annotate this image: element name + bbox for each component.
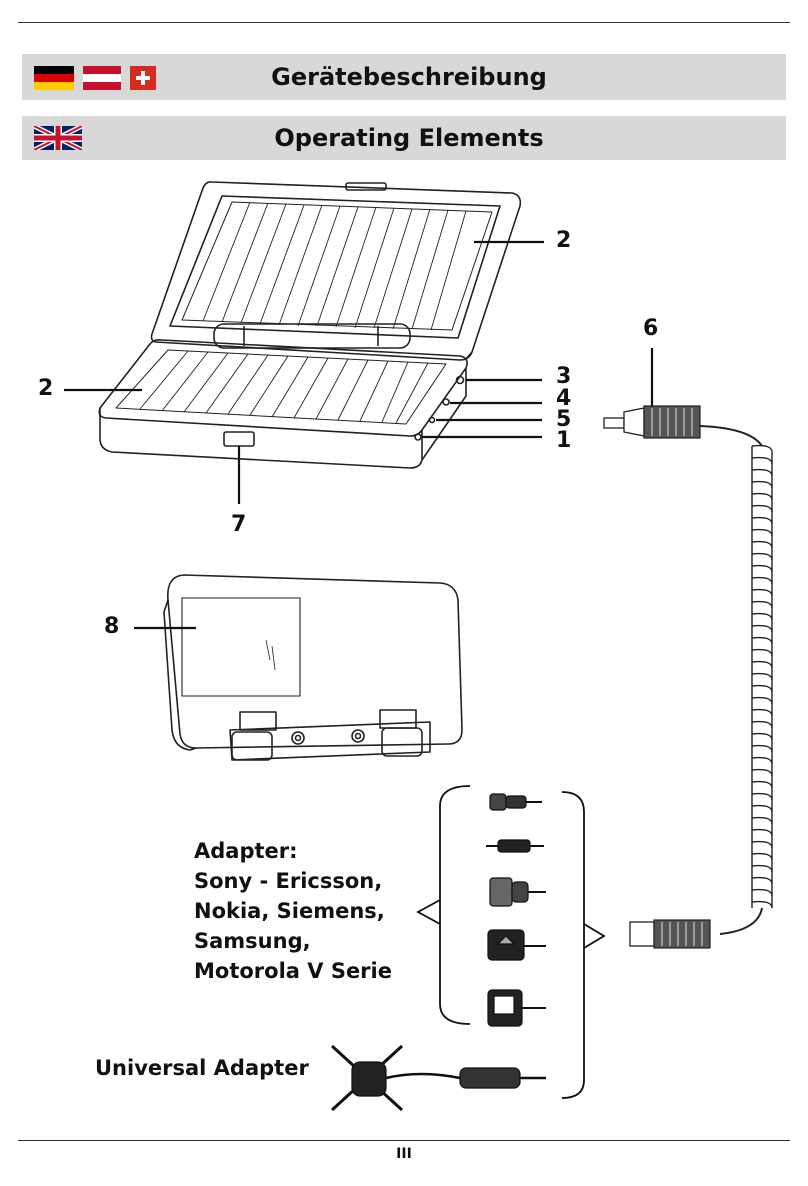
top-rule bbox=[18, 22, 790, 23]
universal-adapter bbox=[330, 1044, 546, 1112]
adapter-tips bbox=[330, 793, 546, 1112]
cable-socket-end bbox=[629, 919, 711, 949]
adapter-braces bbox=[416, 785, 606, 1099]
adapter-list: Adapter: Sony - Ericsson, Nokia, Siemens… bbox=[194, 836, 392, 986]
device-back-view bbox=[163, 574, 463, 761]
adapter-tip-1 bbox=[489, 793, 542, 811]
coiled-cable bbox=[699, 425, 773, 935]
callout-solar-bottom: 2 bbox=[38, 376, 54, 401]
adapter-line: Motorola V Serie bbox=[194, 959, 392, 983]
page-number: III bbox=[396, 1146, 412, 1162]
callout-latch: 7 bbox=[231, 512, 247, 537]
leader-lines bbox=[64, 240, 654, 630]
austria-flag-icon bbox=[83, 66, 121, 90]
switzerland-flag-icon bbox=[130, 66, 156, 90]
callout-plug: 6 bbox=[643, 316, 659, 341]
adapter-tip-4 bbox=[487, 929, 546, 961]
adapter-line: Samsung, bbox=[194, 929, 311, 953]
uk-flag-icon bbox=[34, 126, 82, 150]
universal-adapter-label: Universal Adapter bbox=[95, 1056, 309, 1080]
title-de: Gerätebeschreibung bbox=[271, 63, 547, 91]
title-en: Operating Elements bbox=[274, 124, 544, 152]
callout-port-1: 1 bbox=[556, 428, 572, 453]
callout-back-panel: 8 bbox=[104, 614, 120, 639]
callout-port-5: 5 bbox=[556, 407, 572, 432]
adapter-tip-2 bbox=[486, 839, 544, 853]
germany-flag-icon bbox=[34, 66, 74, 90]
callout-port-3: 3 bbox=[556, 364, 572, 389]
solar-lid bbox=[150, 181, 522, 361]
banner-en: Operating Elements bbox=[22, 116, 786, 160]
adapter-line: Sony - Ericsson, bbox=[194, 869, 383, 893]
bottom-rule bbox=[18, 1140, 790, 1141]
adapter-line: Adapter: bbox=[194, 839, 298, 863]
callout-solar-top: 2 bbox=[556, 228, 572, 253]
adapter-line: Nokia, Siemens, bbox=[194, 899, 385, 923]
solar-base bbox=[98, 339, 468, 469]
plug-connector bbox=[603, 405, 701, 439]
callout-port-4: 4 bbox=[556, 386, 572, 411]
adapter-tip-5 bbox=[487, 989, 546, 1027]
adapter-tip-3 bbox=[489, 877, 546, 907]
banner-de: Gerätebeschreibung bbox=[22, 54, 786, 100]
